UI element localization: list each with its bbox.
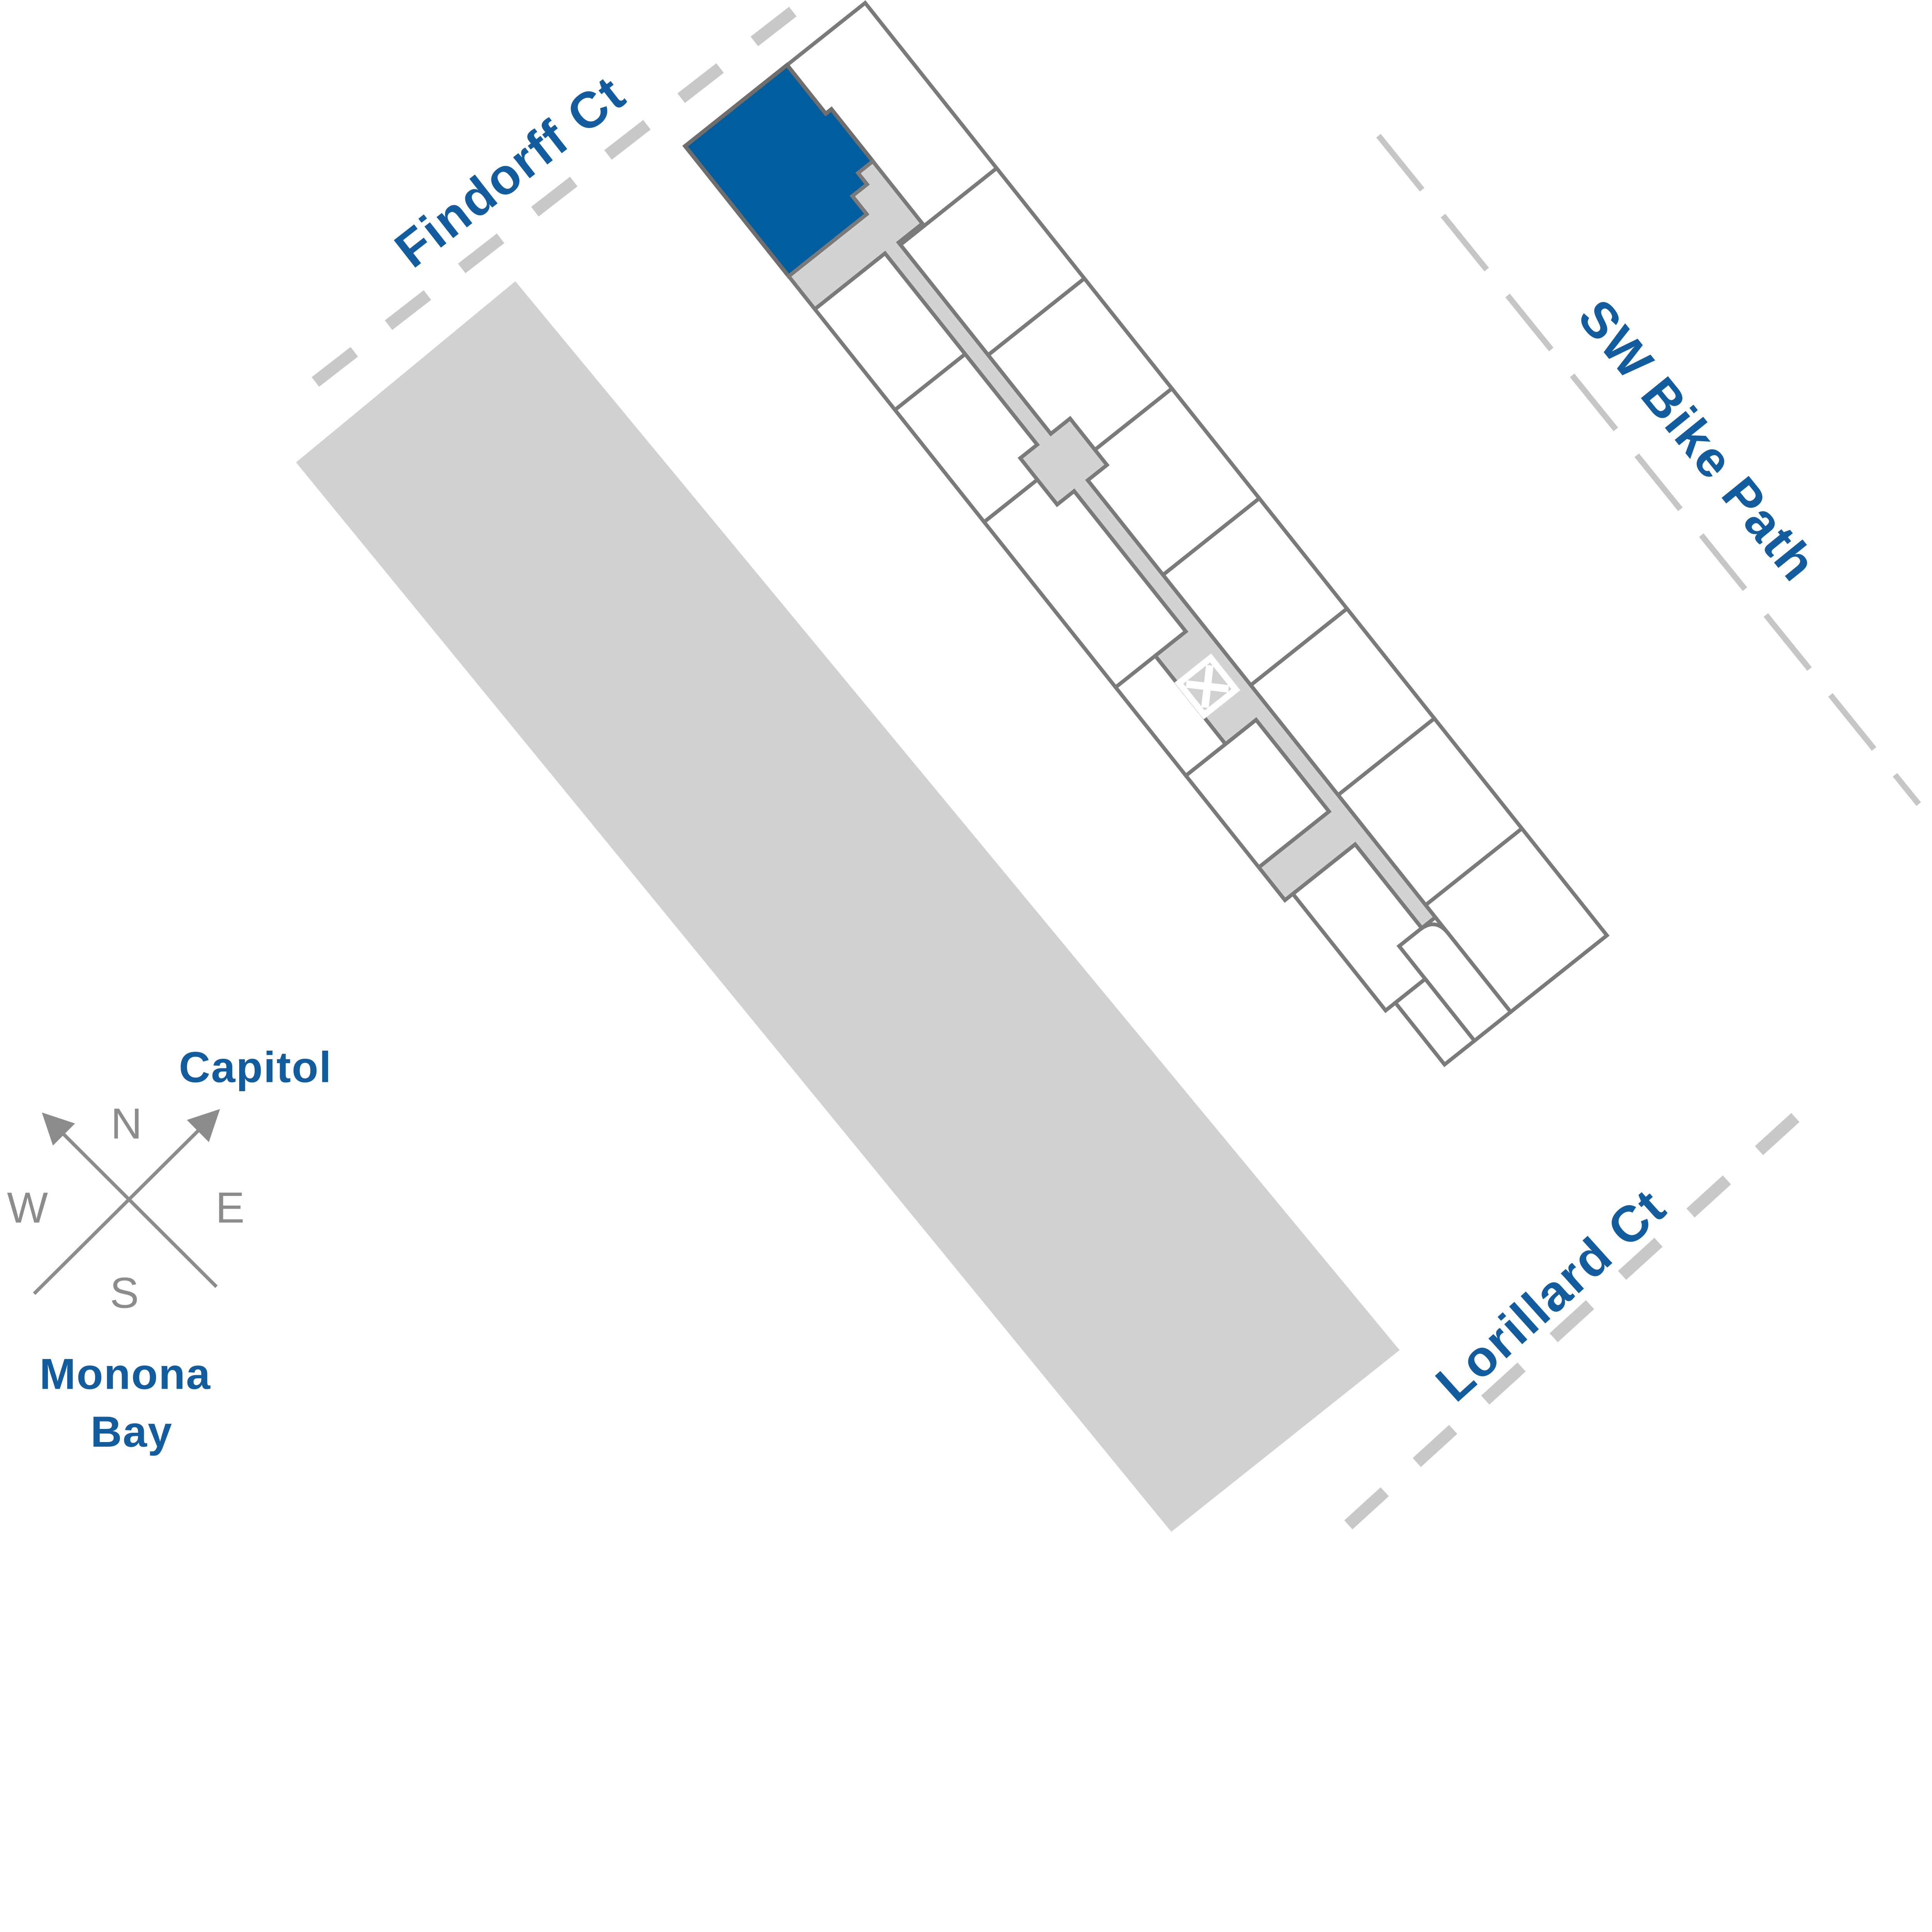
adjacent-building-footprint [296,281,1400,1532]
x-marker [1174,653,1240,719]
sw-bike-path-label: SW Bike Path [1568,289,1828,592]
compass-east-label: E [216,1183,245,1232]
monona-bay-label-line2: Bay [90,1407,173,1456]
compass-arrow-northeast [33,1109,220,1295]
unit [1393,976,1477,1067]
unit-rounded-corner [1396,922,1514,1044]
findorff-street-dashed-line [311,7,797,387]
site-plan-map: N W E S Capitol Monona Bay Findorff Ct S… [7,0,1921,1532]
lorillard-street-dashed-line [1344,1104,1810,1529]
building-complex [682,0,1610,1067]
monona-bay-label-line1: Monona [39,1349,211,1398]
compass: N W E S [7,1099,245,1317]
x-marker-icon [1185,665,1229,708]
sw-bike-path-dashed-line [1376,134,1921,806]
capitol-label: Capitol [179,1043,332,1092]
walkway [786,158,1438,931]
lorillard-street-label: Lorillard Ct [1425,1177,1677,1412]
compass-arrow-northwest [42,1112,218,1288]
compass-north-label: N [111,1099,142,1148]
compass-south-label: S [110,1269,139,1317]
findorff-street-label: Findorff Ct [384,65,636,278]
compass-west-label: W [7,1183,48,1232]
